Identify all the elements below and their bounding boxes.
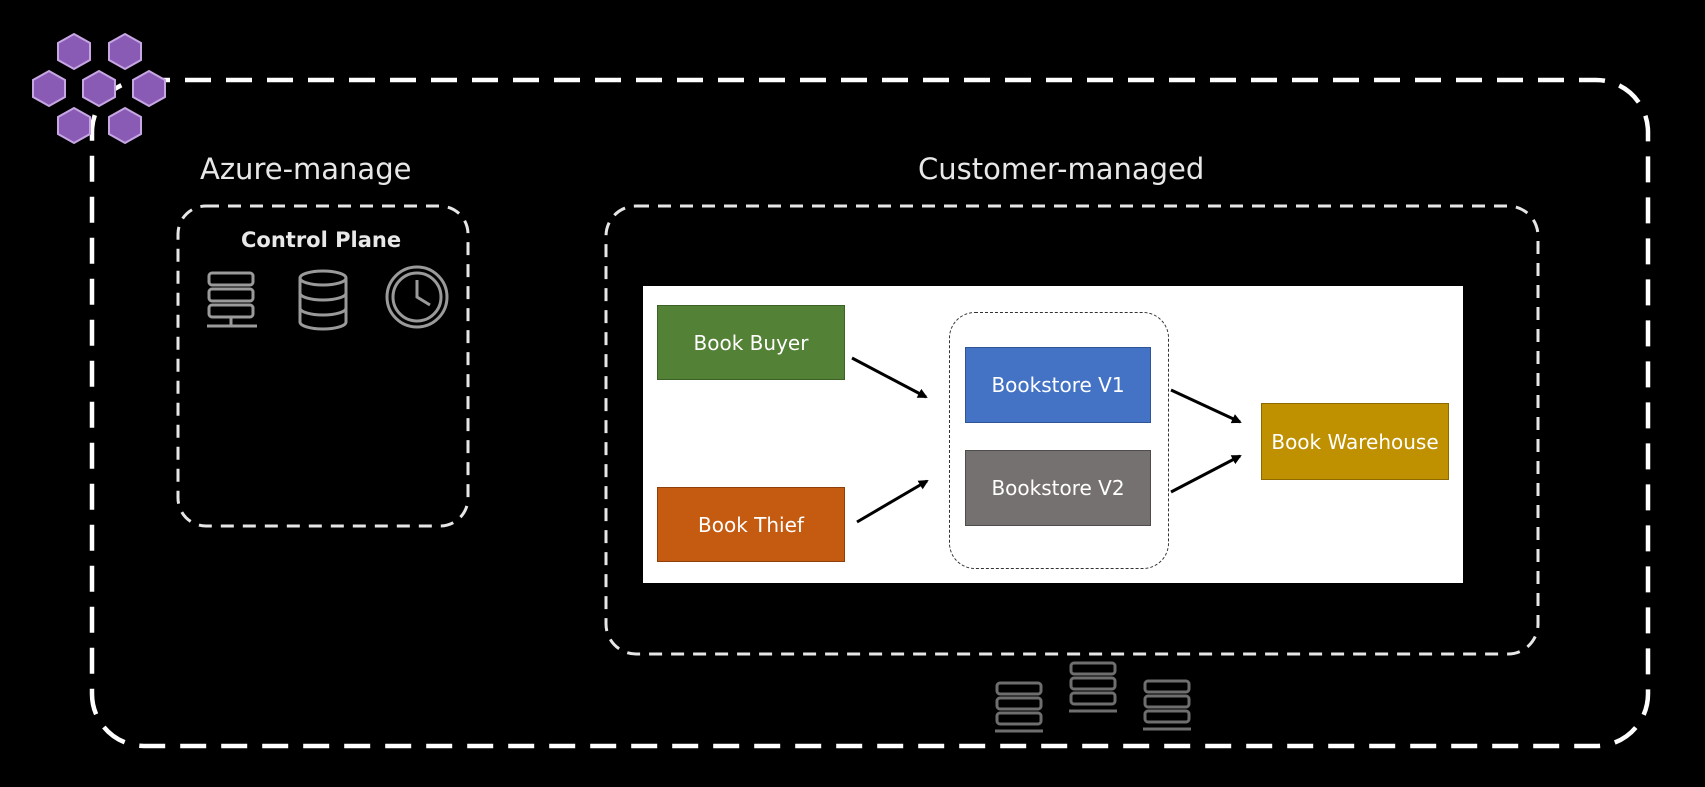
cluster-boundary bbox=[89, 77, 1651, 749]
bookstore-v1-node[interactable]: Bookstore V1 bbox=[965, 347, 1151, 423]
customer-managed-label: Customer-managed bbox=[918, 152, 1205, 186]
control-plane-boundary bbox=[176, 204, 470, 528]
aks-logo-icon bbox=[32, 32, 166, 145]
arrow-thief-to-bookstore bbox=[856, 479, 929, 524]
database-icon bbox=[298, 269, 348, 331]
arrow-v1-to-warehouse bbox=[1170, 388, 1242, 424]
bookstore-group bbox=[949, 312, 1169, 569]
book-thief-label: Book Thief bbox=[698, 512, 804, 537]
arrow-v2-to-warehouse bbox=[1170, 454, 1242, 494]
app-arrows bbox=[851, 356, 1242, 524]
book-buyer-node[interactable]: Book Buyer bbox=[657, 305, 845, 380]
bookstore-v2-label: Bookstore V2 bbox=[991, 476, 1125, 500]
app-diagram-panel: Book Buyer Book Thief Bookstore V1 Books… bbox=[643, 286, 1463, 583]
azure-managed-label: Azure-manage bbox=[200, 152, 412, 186]
clock-icon bbox=[385, 265, 449, 329]
book-warehouse-node[interactable]: Book Warehouse bbox=[1261, 403, 1449, 480]
node-server-icon bbox=[995, 681, 1043, 733]
arrow-buyer-to-bookstore bbox=[851, 356, 928, 399]
node-server-icon bbox=[1143, 679, 1191, 731]
bookstore-v2-node[interactable]: Bookstore V2 bbox=[965, 450, 1151, 526]
book-thief-node[interactable]: Book Thief bbox=[657, 487, 845, 562]
node-server-icon bbox=[1069, 661, 1117, 713]
bookstore-v1-label: Bookstore V1 bbox=[991, 373, 1125, 397]
book-buyer-label: Book Buyer bbox=[693, 330, 809, 355]
server-icon bbox=[207, 271, 257, 328]
control-plane-title: Control Plane bbox=[241, 228, 402, 252]
customer-managed-boundary bbox=[604, 204, 1540, 656]
book-warehouse-label: Book Warehouse bbox=[1271, 429, 1439, 454]
